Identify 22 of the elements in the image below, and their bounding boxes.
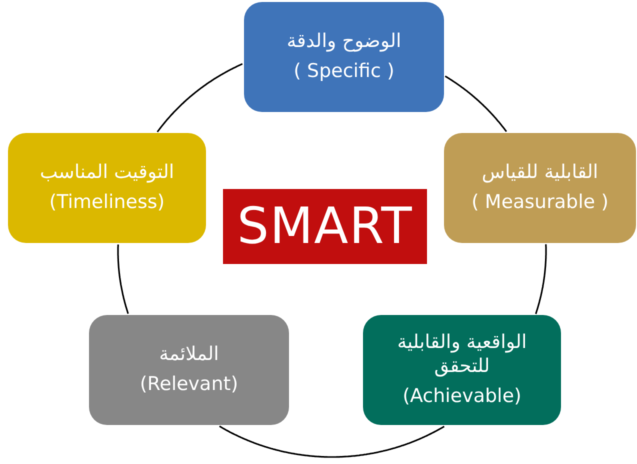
category-label: القابلية للقياس xyxy=(482,161,598,185)
category-box xyxy=(8,133,206,243)
category-box xyxy=(363,315,561,425)
title-box xyxy=(223,189,427,264)
connector-arc xyxy=(117,244,129,314)
connector-arc xyxy=(219,426,445,458)
connector-arc xyxy=(156,63,243,132)
category-label: (Relevant) xyxy=(140,373,238,397)
category-box xyxy=(444,133,636,243)
category-label: الوضوح والدقة xyxy=(286,30,402,54)
category-box xyxy=(89,315,289,425)
category-label: (Achievable) xyxy=(402,384,522,409)
title-text: SMART xyxy=(237,196,413,258)
category-label: ( Measurable ) xyxy=(471,191,609,215)
connector-arc xyxy=(535,244,547,314)
category-label: الواقعية والقابلية للتحقق xyxy=(396,331,528,379)
category-label: الملائمة xyxy=(159,343,219,367)
category-label: (Timeliness) xyxy=(49,191,165,215)
category-label: ( Specific ) xyxy=(294,60,394,84)
connector-arc xyxy=(444,76,508,132)
category-label: التوقيت المناسب xyxy=(40,161,174,185)
category-box xyxy=(244,2,444,112)
